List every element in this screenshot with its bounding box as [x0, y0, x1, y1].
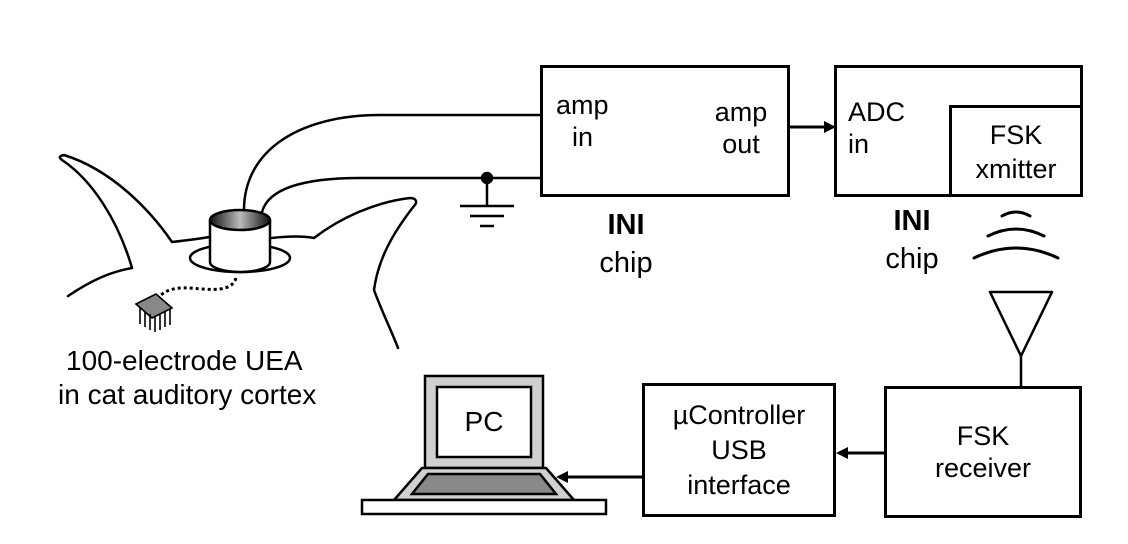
adc-chip-caption: INI chip: [872, 202, 952, 278]
controller-line1: µController: [672, 400, 806, 430]
fsk-xmitter-label: FSK xmitter: [952, 118, 1080, 186]
electrode-wire: [156, 277, 238, 300]
adc-in-label: ADC in: [848, 96, 905, 160]
amp-in-line1: amp: [556, 90, 609, 120]
arrow-controller-to-pc: [556, 471, 642, 483]
ground-symbol: [460, 171, 514, 228]
controller-box: [642, 383, 836, 517]
adc-chip-caption-line2: chip: [885, 243, 939, 275]
adc-in-line1: ADC: [848, 97, 906, 127]
controller-label: µController USB interface: [642, 398, 836, 503]
arrow-receiver-to-controller: [836, 447, 884, 459]
amp-out-line2: out: [722, 129, 760, 159]
arrow-amp-to-adc: [788, 121, 836, 133]
amp-chip-caption-line1: INI: [607, 209, 645, 241]
amp-chip-box: [540, 65, 790, 197]
amp-chip-caption: INI chip: [586, 206, 666, 282]
controller-line2: USB: [711, 435, 767, 465]
controller-line3: interface: [687, 470, 791, 500]
subject-line2: in cat auditory cortex: [58, 379, 317, 410]
subject-caption: 100-electrode UEA in cat auditory cortex: [58, 344, 316, 412]
fsk-xmitter-line2: xmitter: [975, 154, 1057, 184]
fsk-receiver-box: [884, 386, 1082, 518]
signal-cable: [242, 113, 540, 211]
fsk-receiver-line1: FSK: [956, 421, 1010, 451]
adc-in-line2: in: [848, 129, 870, 159]
amp-chip-caption-line2: chip: [599, 247, 653, 279]
electrode-array: [134, 293, 174, 332]
pc-label: PC: [464, 406, 504, 437]
reference-cable: [260, 176, 540, 213]
adc-chip-caption-line1: INI: [893, 205, 931, 237]
fsk-receiver-line2: receiver: [934, 453, 1032, 483]
fsk-xmitter-box: [949, 105, 1083, 197]
antenna-icon: [988, 290, 1054, 386]
amp-out-label: amp out: [702, 96, 780, 160]
connector-cylinder: [208, 208, 272, 274]
fsk-xmitter-line1: FSK: [989, 120, 1043, 150]
cat-head-outline: [58, 153, 418, 350]
amp-in-label: amp in: [556, 89, 609, 153]
laptop-icon: [360, 374, 608, 516]
fsk-receiver-label: FSK receiver: [884, 420, 1082, 484]
amp-out-line1: amp: [714, 97, 768, 127]
amp-in-line2: in: [572, 122, 594, 152]
subject-line1: 100-electrode UEA: [66, 345, 303, 376]
wireless-waves: [972, 210, 1060, 260]
